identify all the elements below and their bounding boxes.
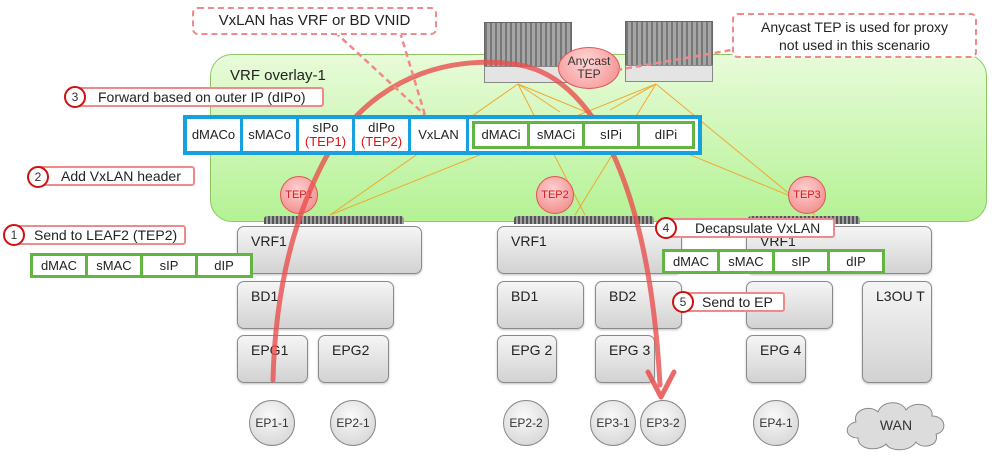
callout-anycast-note: Anycast TEP is used for proxy not used i… xyxy=(732,13,977,58)
step-1-text: Send to LEAF2 (TEP2) xyxy=(34,227,178,243)
leaf2-switch xyxy=(514,216,654,224)
field-smaco: sMACo xyxy=(243,119,296,151)
ep-ep3-2: EP3-2 xyxy=(640,400,686,446)
pkt-dmac: dMAC xyxy=(665,252,717,271)
ep-ep2-1: EP2-1 xyxy=(330,400,376,446)
step-3-number: 3 xyxy=(64,86,86,108)
pkt-smac: sMAC xyxy=(720,252,772,271)
pkt-dip: dIP xyxy=(198,256,250,275)
field-sipi: sIPi xyxy=(585,124,637,146)
wan-label: WAN xyxy=(880,417,912,433)
original-packet: dMAC sMAC sIP dIP xyxy=(30,253,253,278)
leaf1-bd1: BD1 xyxy=(237,281,394,329)
step-1-number: 1 xyxy=(3,224,25,246)
wan-cloud: WAN xyxy=(846,402,945,451)
pkt-dip: dIP xyxy=(830,252,882,271)
leaf1-epg2: EPG2 xyxy=(318,335,389,383)
inner-packet: dMACi sMACi sIPi dIPi xyxy=(472,121,695,149)
leaf2-epg2: EPG 2 xyxy=(497,335,557,383)
step-2-number: 2 xyxy=(27,166,49,188)
callout-anycast-line1: Anycast TEP is used for proxy xyxy=(760,19,948,35)
step-5-number: 5 xyxy=(672,291,694,313)
pkt-sip: sIP xyxy=(143,256,195,275)
step-4-text: Decapsulate VxLAN xyxy=(695,220,821,236)
step-4: Decapsulate VxLAN xyxy=(665,218,835,238)
step-3-text: Forward based on outer IP (dIPo) xyxy=(98,89,306,105)
leaf3-l3out: L3OU T xyxy=(862,281,932,383)
step-4-number: 4 xyxy=(655,217,677,239)
ep-ep1-1: EP1-1 xyxy=(249,400,295,446)
link xyxy=(609,83,657,111)
pkt-dmac: dMAC xyxy=(33,256,85,275)
ep-ep3-1: EP3-1 xyxy=(590,400,636,446)
step-5: Send to EP xyxy=(682,292,785,312)
leaf3-epg4: EPG 4 xyxy=(746,335,806,383)
pkt-smac: sMAC xyxy=(88,256,140,275)
tep3-node: TEP3 xyxy=(788,176,826,214)
ep-ep4-1: EP4-1 xyxy=(753,400,799,446)
link xyxy=(517,83,561,113)
field-dipi: dIPi xyxy=(640,124,692,146)
vxlan-encapsulated-header: dMACo sMACo sIPo(TEP1) dIPo(TEP2) VxLAN … xyxy=(183,115,702,155)
callout-anycast-line2: not used in this scenario xyxy=(779,37,930,53)
field-smaci: sMACi xyxy=(530,124,582,146)
field-sipo: sIPo(TEP1) xyxy=(299,119,352,151)
overlay-label: VRF overlay-1 xyxy=(230,67,326,84)
leaf2-bd1: BD1 xyxy=(497,281,584,329)
leaf2-epg3: EPG 3 xyxy=(595,335,655,383)
spine-2-base xyxy=(625,65,713,82)
step-2: Add VxLAN header xyxy=(35,166,195,186)
field-dmaci: dMACi xyxy=(475,124,527,146)
field-dipo: dIPo(TEP2) xyxy=(355,119,408,151)
tep2-node: TEP2 xyxy=(536,176,574,214)
step-1: Send to LEAF2 (TEP2) xyxy=(14,225,186,245)
anycast-tep: Anycast TEP xyxy=(558,47,620,89)
step-3: Forward based on outer IP (dIPo) xyxy=(70,87,324,107)
leaf2-bd2: BD2 xyxy=(595,281,682,329)
leaf1-switch xyxy=(264,216,404,224)
leaf2-vrf1: VRF1 xyxy=(497,226,682,274)
step-5-text: Send to EP xyxy=(702,294,773,310)
inner-packet-wrap: dMACi sMACi sIPi dIPi xyxy=(469,119,698,151)
callout-vxlan-vnid: VxLAN has VRF or BD VNID xyxy=(192,7,437,35)
decapsulated-packet: dMAC sMAC sIP dIP xyxy=(662,249,885,274)
field-vxlan: VxLAN xyxy=(411,119,466,151)
ep-ep2-2: EP2-2 xyxy=(503,400,549,446)
field-dmaco: dMACo xyxy=(187,119,240,151)
leaf1-vrf1: VRF1 xyxy=(237,226,422,274)
step-2-text: Add VxLAN header xyxy=(61,168,181,184)
pkt-sip: sIP xyxy=(775,252,827,271)
